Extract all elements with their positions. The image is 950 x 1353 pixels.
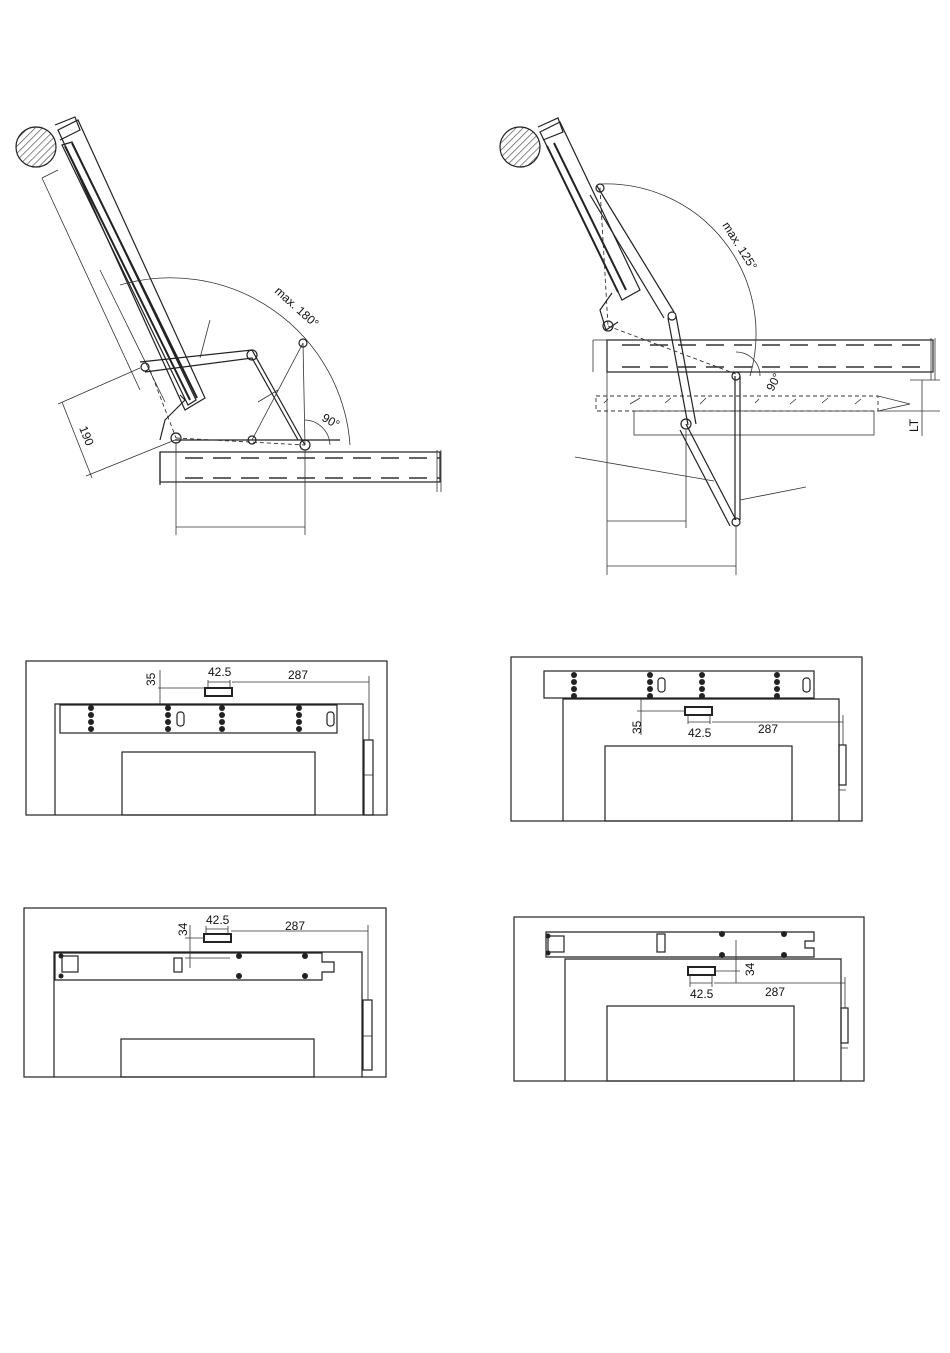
opening-arc-right xyxy=(600,184,756,376)
dim-42-5: 42.5 xyxy=(690,987,714,1001)
dim-label-190: 190 xyxy=(76,424,97,448)
opening-arc-left xyxy=(120,278,350,445)
dim-287: 287 xyxy=(758,722,778,736)
dim-34: 34 xyxy=(743,962,757,976)
dim-label-lt: LT xyxy=(907,418,921,432)
dim-42-5: 42.5 xyxy=(206,913,230,927)
plan-view-top-right: 35 42.5 287 xyxy=(511,657,862,821)
dim-34: 34 xyxy=(176,922,190,936)
wall-section-circle xyxy=(16,127,56,167)
lift-mechanism xyxy=(140,339,310,450)
lid-frame-right xyxy=(538,118,674,330)
dim-42-5: 42.5 xyxy=(208,665,232,679)
dim-35: 35 xyxy=(144,672,158,686)
dim-287: 287 xyxy=(285,919,305,933)
dim-42-5: 42.5 xyxy=(688,726,712,740)
lowered-lid-dashed xyxy=(596,396,910,435)
side-view-right: max. 125° 90° LT xyxy=(500,118,940,575)
plan-view-top-left: 35 42.5 287 xyxy=(26,661,387,815)
cabinet-top-right xyxy=(593,338,935,380)
arc-label-left: max. 180° xyxy=(272,284,322,331)
side-view-left: max. 180° 90° 190 xyxy=(16,117,441,535)
wall-section-circle-right xyxy=(500,127,540,167)
plan-view-bottom-right: 34 42.5 287 xyxy=(514,917,864,1081)
arc-label-right: max. 125° xyxy=(719,219,760,273)
dim-287: 287 xyxy=(288,668,308,682)
dim-287: 287 xyxy=(765,985,785,999)
plan-view-bottom-left: 34 42.5 287 xyxy=(24,908,386,1077)
lid-frame xyxy=(42,117,205,410)
angle-label-right: 90° xyxy=(763,371,784,394)
dim-35: 35 xyxy=(630,720,644,734)
lift-mechanism-right xyxy=(596,184,740,526)
